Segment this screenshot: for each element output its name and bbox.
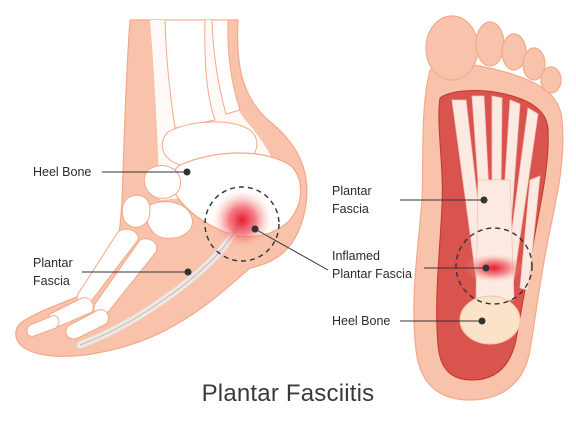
sole-view-foot [400,15,564,401]
side-heel-bone-label: Heel Bone [33,165,92,179]
third-toe [501,33,527,71]
sole-plantar-fascia-label-line2: Fascia [332,202,369,216]
side-navicular-bone [143,165,181,199]
little-toe [540,66,562,94]
sole-lateral-strand [519,175,541,291]
sole-inflammation-circle [455,227,533,305]
sole-heel-bone [459,295,521,345]
side-phalanx-bone [65,309,109,340]
sole-plantar-fascia-label-line1: Plantar [332,184,372,198]
side-fibula-bone [211,19,241,115]
inflamed-label-line1: Inflamed [332,249,380,263]
second-toe [475,21,505,67]
sole-plantar-fascia [451,95,539,301]
side-plantar-fascia-label-line1: Plantar [33,256,73,270]
side-inflamed-leader [254,228,329,271]
side-inflammation-circle [204,186,280,262]
side-cuneiform-bone [121,194,151,228]
side-plantar-fascia-outline [79,225,239,346]
fourth-toe [522,47,546,81]
side-metatarsal-bone [93,238,158,316]
side-inflammation-glow [212,190,272,250]
sole-heel-bone-label: Heel Bone [332,314,391,328]
side-view-foot [15,19,329,357]
sole-inflammation-glow [464,254,524,282]
inflamed-label-line2: Plantar Fascia [332,267,412,281]
side-metatarsal-bone [76,228,139,305]
side-phalanx-bone [26,315,60,337]
diagram-title: Plantar Fasciitis [201,380,375,407]
big-toe [425,15,479,81]
side-tibia-bone [164,19,216,129]
side-cuboid-bone [146,201,193,239]
side-plantar-fascia-label-line2: Fascia [33,274,70,288]
